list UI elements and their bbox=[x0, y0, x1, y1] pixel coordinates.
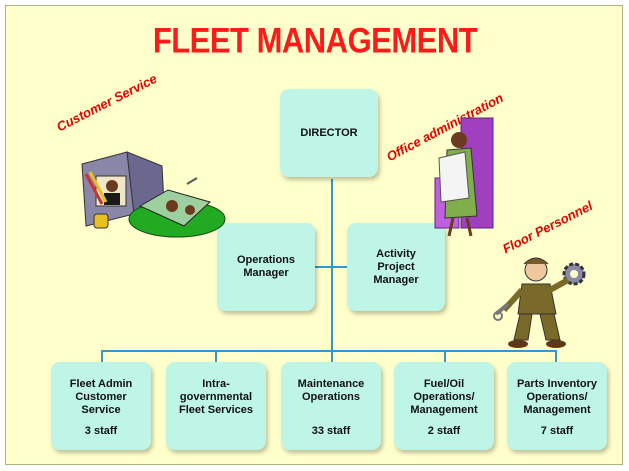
unit-name: Fleet Admin Customer Service bbox=[69, 378, 133, 416]
unit-staff: 7 staff bbox=[540, 425, 574, 437]
slide-title: FLEET MANAGEMENT bbox=[152, 20, 478, 61]
customer-service-label: Customer Service bbox=[54, 70, 160, 135]
unit-name: Maintenance Operations bbox=[297, 378, 365, 403]
connector-director-trunk bbox=[331, 179, 333, 351]
connector-unit-4 bbox=[444, 350, 446, 364]
unit-name: Intra-governmental Fleet Services bbox=[179, 378, 253, 416]
office-administration-clipart bbox=[434, 117, 494, 237]
unit-name: Fuel/Oil Operations/ Management bbox=[410, 378, 478, 416]
unit-staff: 3 staff bbox=[84, 425, 118, 437]
connector-units-bar bbox=[101, 350, 557, 352]
operations-manager-label: Operations Manager bbox=[236, 254, 296, 279]
activity-project-manager-box: Activity Project Manager bbox=[347, 223, 445, 311]
unit-staff: 33 staff bbox=[311, 425, 351, 437]
unit-box-maintenance: Maintenance Operations 33 staff bbox=[281, 362, 381, 450]
unit-box-parts-inventory: Parts Inventory Operations/ Management 7… bbox=[507, 362, 607, 450]
floor-personnel-clipart bbox=[493, 257, 586, 348]
floor-personnel-label: Floor Personnel bbox=[500, 198, 595, 257]
unit-box-fuel-oil: Fuel/Oil Operations/ Management 2 staff bbox=[394, 362, 494, 450]
connector-unit-3 bbox=[331, 350, 333, 364]
connector-unit-2 bbox=[215, 350, 217, 364]
customer-service-clipart bbox=[81, 151, 226, 238]
director-box: DIRECTOR bbox=[280, 89, 378, 177]
slide: FLEET MANAGEMENT DIRECTOR Operations Man… bbox=[5, 5, 623, 465]
connector-unit-5 bbox=[555, 350, 557, 364]
activity-project-manager-label: Activity Project Manager bbox=[373, 247, 419, 286]
operations-manager-box: Operations Manager bbox=[217, 223, 315, 311]
unit-box-fleet-admin: Fleet Admin Customer Service 3 staff bbox=[51, 362, 151, 450]
director-label: DIRECTOR bbox=[300, 126, 358, 139]
unit-staff: 2 staff bbox=[427, 425, 461, 437]
unit-box-intragovernmental: Intra-governmental Fleet Services bbox=[166, 362, 266, 450]
connector-managers-bar bbox=[315, 266, 349, 268]
connector-unit-1 bbox=[101, 350, 103, 364]
unit-name: Parts Inventory Operations/ Management bbox=[516, 378, 598, 416]
